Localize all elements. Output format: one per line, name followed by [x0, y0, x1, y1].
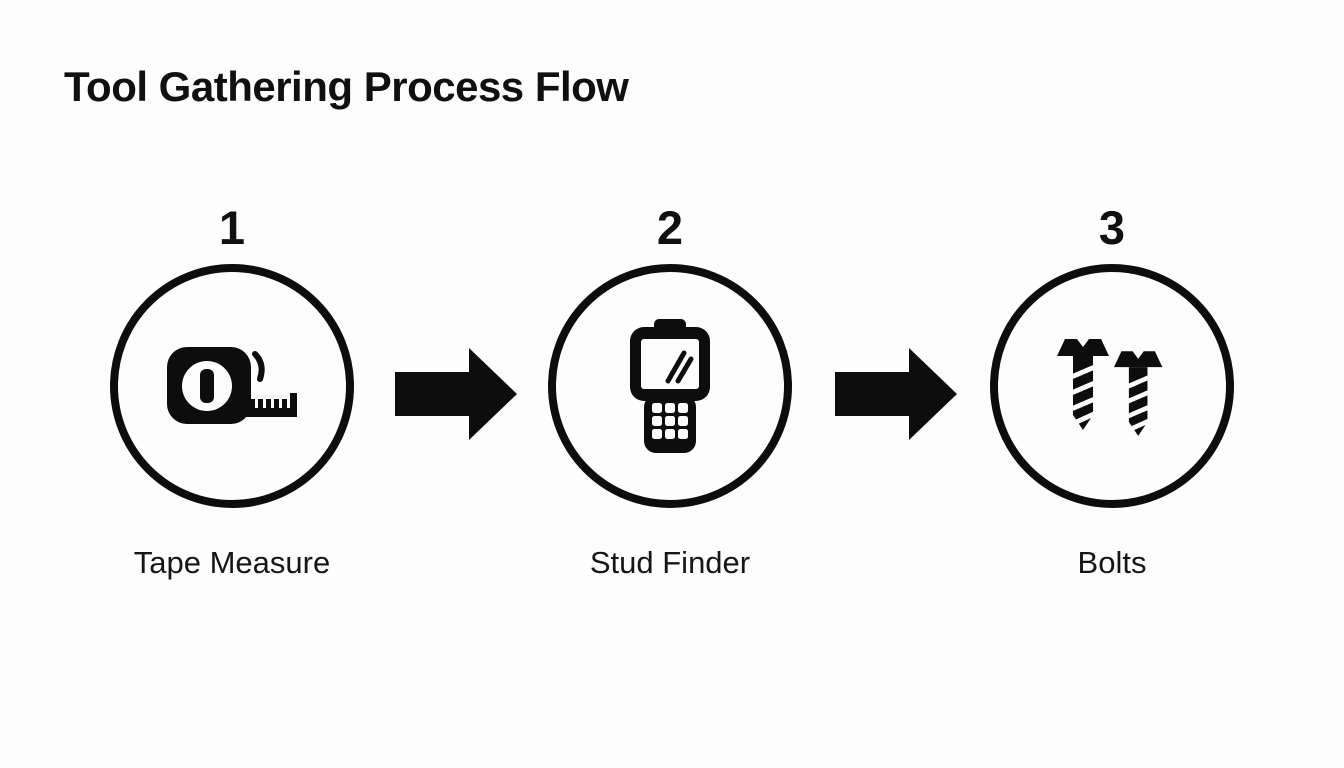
tape-measure-icon — [167, 347, 297, 425]
step-label: Bolts — [1077, 545, 1147, 580]
step-stud-finder: 2 — [530, 204, 810, 580]
step-tape-measure: 1 Tape Measure — [92, 204, 372, 580]
step-number: 2 — [656, 201, 684, 254]
bolts-icon — [1057, 329, 1167, 444]
page-title: Tool Gathering Process Flow — [64, 63, 629, 110]
stud-finder-icon — [630, 319, 710, 453]
step-circle — [110, 264, 354, 508]
arrow-right-icon — [395, 348, 517, 440]
step-bolts: 3 Bolts — [972, 204, 1252, 580]
arrow-right-icon — [835, 348, 957, 440]
step-label: Tape Measure — [133, 545, 331, 580]
step-label: Stud Finder — [589, 545, 751, 580]
step-circle — [548, 264, 792, 508]
step-number: 1 — [218, 201, 246, 254]
step-circle — [990, 264, 1234, 508]
step-number: 3 — [1098, 201, 1126, 254]
